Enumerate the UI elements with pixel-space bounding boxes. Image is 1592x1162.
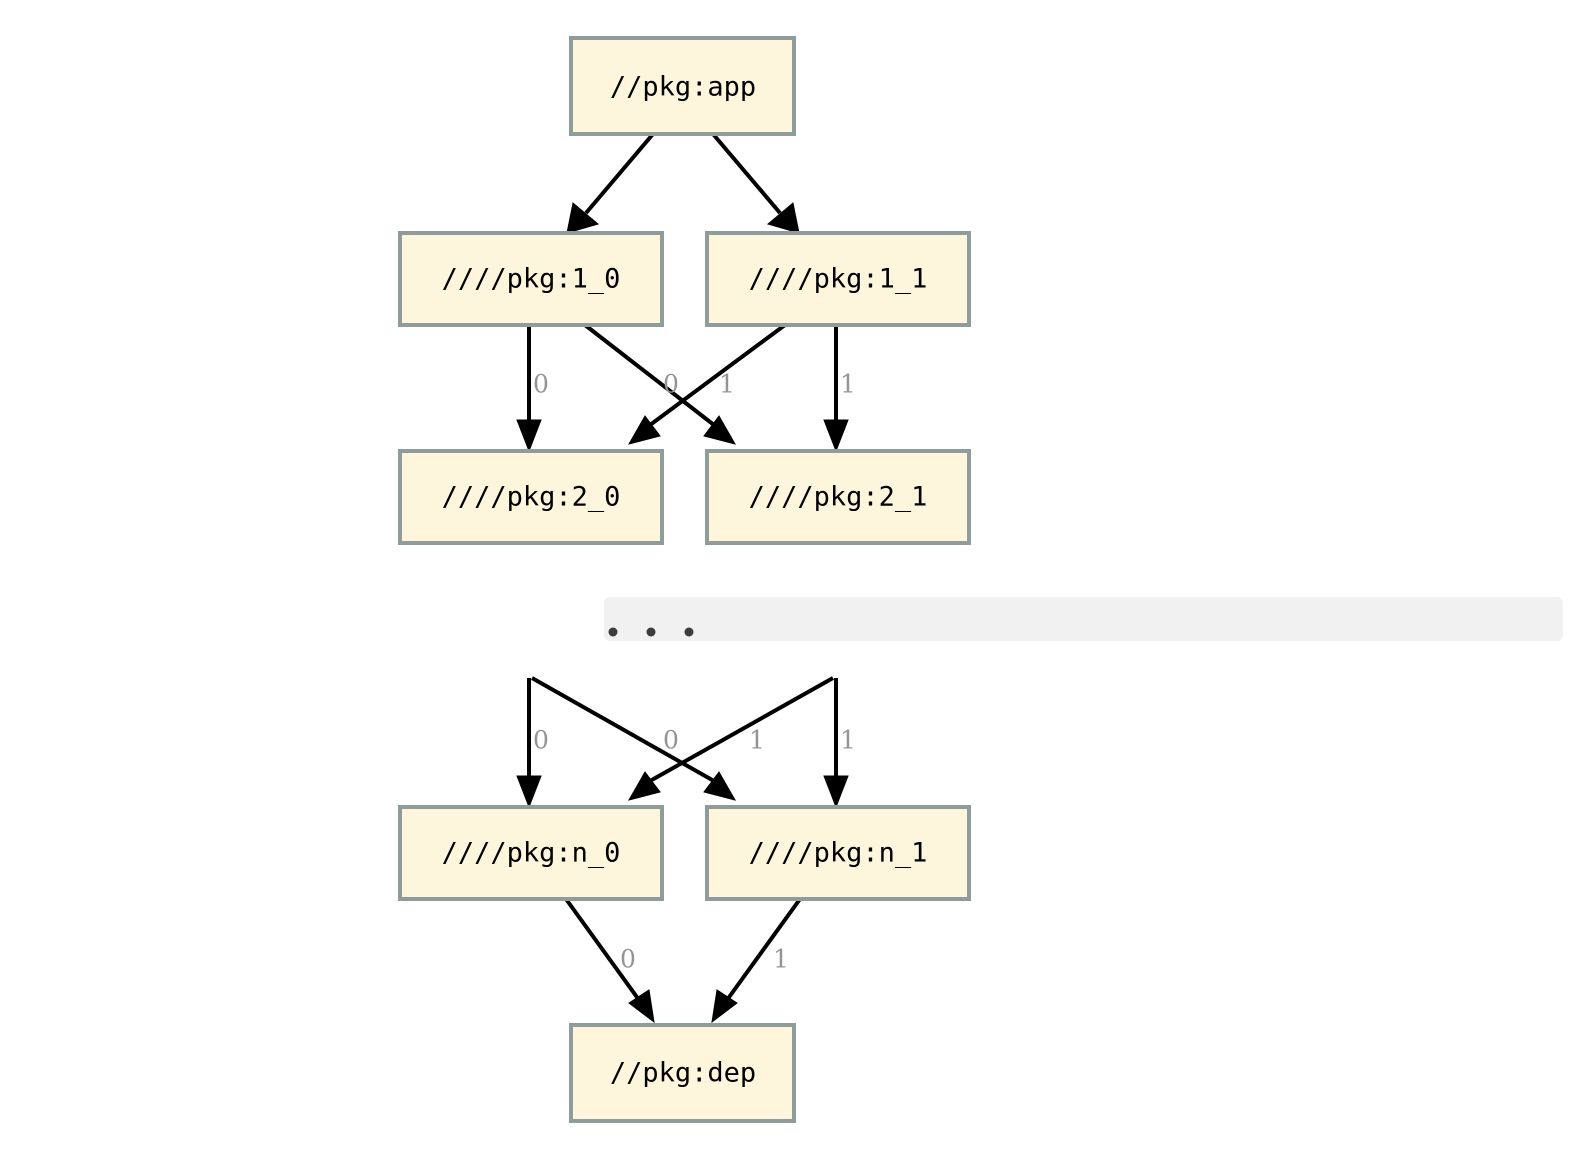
ellipsis-dot-2 bbox=[646, 627, 656, 637]
ellipsis-dot-1 bbox=[608, 627, 618, 637]
node-label: ////pkg:2_0 bbox=[442, 482, 621, 513]
edge-line bbox=[648, 323, 787, 427]
arrowhead-icon bbox=[703, 415, 737, 445]
edge-app-to-1_0 bbox=[566, 132, 655, 234]
node-dep[interactable]: //pkg:dep bbox=[569, 1023, 796, 1123]
edge-label: 0 bbox=[533, 726, 549, 755]
edge-line bbox=[725, 897, 802, 1002]
edge-truncated-to-n_1-straight: 1 bbox=[823, 678, 856, 809]
edge-truncated-to-n_0-diagonal: 1 bbox=[627, 676, 834, 801]
node-n_0[interactable]: ////pkg:n_0 bbox=[398, 805, 664, 901]
edge-label: 0 bbox=[533, 370, 549, 399]
edge-label: 0 bbox=[620, 945, 636, 974]
edge-label: 1 bbox=[719, 370, 735, 399]
node-box[interactable] bbox=[705, 449, 971, 545]
node-label: ////pkg:1_0 bbox=[442, 264, 621, 295]
edge-label: 0 bbox=[663, 370, 679, 399]
node-2_0[interactable]: ////pkg:2_0 bbox=[398, 449, 664, 545]
arrowhead-icon bbox=[516, 775, 542, 809]
edge-1_0-to-2_1: 0 bbox=[583, 323, 737, 445]
truncation-indicator bbox=[604, 597, 1563, 641]
edge-n_1-to-dep: 1 bbox=[711, 897, 802, 1024]
edge-label: 1 bbox=[840, 726, 856, 755]
node-1_1[interactable]: ////pkg:1_1 bbox=[705, 231, 971, 327]
ellipsis-band bbox=[604, 597, 1563, 641]
node-label: ////pkg:2_1 bbox=[749, 482, 928, 513]
arrowhead-icon bbox=[823, 775, 849, 809]
edge-label: 0 bbox=[663, 726, 679, 755]
node-box[interactable] bbox=[569, 36, 796, 136]
edge-truncated-to-n_1-diagonal: 0 bbox=[531, 676, 737, 801]
edge-label: 1 bbox=[749, 726, 765, 755]
node-box[interactable] bbox=[705, 805, 971, 901]
edge-n_0-to-dep: 0 bbox=[564, 897, 655, 1024]
arrowhead-icon bbox=[823, 419, 849, 453]
node-label: ////pkg:n_1 bbox=[749, 838, 928, 869]
edge-label: 1 bbox=[773, 945, 789, 974]
node-label: //pkg:app bbox=[610, 72, 756, 103]
edge-1_1-to-2_1: 1 bbox=[823, 325, 856, 453]
node-n_1[interactable]: ////pkg:n_1 bbox=[705, 805, 971, 901]
edge-truncated-to-n_0-straight: 0 bbox=[516, 678, 549, 809]
arrowhead-icon bbox=[628, 989, 655, 1024]
edge-line bbox=[564, 897, 641, 1002]
arrowhead-icon bbox=[627, 415, 661, 445]
edge-line bbox=[583, 323, 716, 427]
node-label: ////pkg:1_1 bbox=[749, 264, 928, 295]
node-box[interactable] bbox=[569, 1023, 796, 1123]
node-2_1[interactable]: ////pkg:2_1 bbox=[705, 449, 971, 545]
arrowhead-icon bbox=[566, 202, 600, 234]
arrowhead-icon bbox=[703, 771, 737, 801]
node-box[interactable] bbox=[705, 231, 971, 327]
edge-line bbox=[649, 676, 834, 783]
edge-label: 1 bbox=[840, 370, 856, 399]
node-app[interactable]: //pkg:app bbox=[569, 36, 796, 136]
arrowhead-icon bbox=[516, 419, 542, 453]
edge-line bbox=[711, 132, 782, 215]
arrowhead-icon bbox=[766, 202, 800, 234]
node-box[interactable] bbox=[398, 805, 664, 901]
arrowhead-icon bbox=[711, 989, 738, 1024]
node-label: //pkg:dep bbox=[610, 1058, 756, 1089]
node-label: ////pkg:n_0 bbox=[442, 838, 621, 869]
edge-line bbox=[584, 132, 655, 215]
edge-line bbox=[531, 676, 715, 783]
node-box[interactable] bbox=[398, 231, 664, 327]
edge-1_1-to-2_0: 1 bbox=[627, 323, 787, 445]
edge-1_0-to-2_0: 0 bbox=[516, 325, 549, 453]
node-box[interactable] bbox=[398, 449, 664, 545]
edge-app-to-1_1 bbox=[711, 132, 800, 234]
node-1_0[interactable]: ////pkg:1_0 bbox=[398, 231, 664, 327]
arrowhead-icon bbox=[627, 771, 661, 801]
ellipsis-dot-3 bbox=[684, 627, 694, 637]
